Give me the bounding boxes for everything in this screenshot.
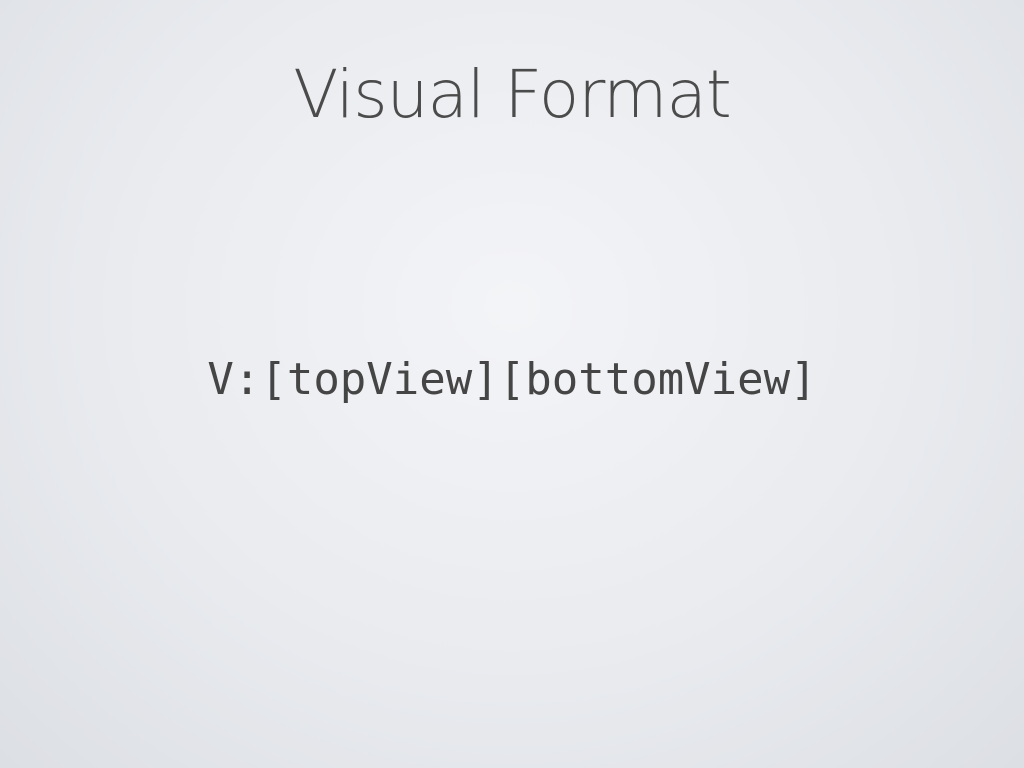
visual-format-code: V:[topView][bottomView] [207,354,817,405]
slide-title: Visual Format [293,56,732,133]
